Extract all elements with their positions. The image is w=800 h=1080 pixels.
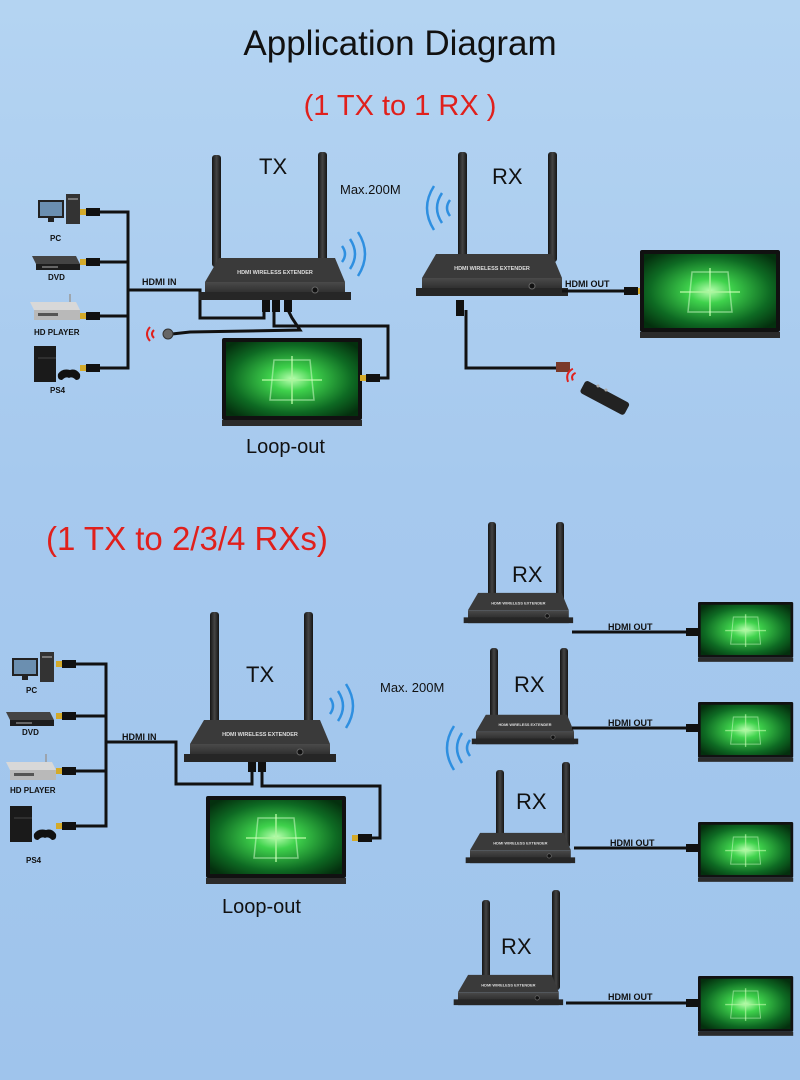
rx-device-2b [471,648,794,763]
range-label-2: Max. 200M [380,680,445,695]
tx-label-2: TX [246,662,275,687]
source-label-dvd-2: DVD [22,728,39,737]
rx-label-2d: RX [501,934,532,959]
source-label-dvd: DVD [48,273,65,282]
wifi-waves-icon [340,230,367,278]
rx-device-2c [465,762,794,883]
monitor-icon [221,337,363,427]
section2-heading: (1 TX to 2/3/4 RXs) [46,520,328,557]
loop-cable-1 [171,305,390,380]
source-label-ps4: PS4 [50,386,66,395]
hdmi-out-label-2a: HDMI OUT [608,622,653,632]
ir-signal-icon [146,326,155,342]
range-label-1: Max.200M [340,182,401,197]
loop-out-label-1: Loop-out [246,436,325,458]
source-label-pc-2: PC [26,686,38,695]
hd-player-icon [5,753,57,781]
rx-label-2b: RX [514,672,545,697]
rx-label-2a: RX [512,562,543,587]
tx-label-1: TX [259,154,288,179]
hdmi-out-label-1: HDMI OUT [565,279,610,289]
ps4-icon [9,805,57,843]
source-label-ps4-2: PS4 [26,856,42,865]
hdmi-out-label-2b: HDMI OUT [608,718,653,728]
source-label-hd-player-2: HD PLAYER [10,786,56,795]
source-label-pc: PC [50,234,62,243]
loop-out-label-2: Loop-out [222,896,301,918]
hd-player-icon [29,293,81,321]
extender-device-icon [198,257,352,301]
rx-label-1: RX [492,164,523,189]
tx-device-1 [198,152,352,301]
ps4-icon [33,345,81,383]
monitor-icon [205,795,347,885]
tx-device-2 [183,612,337,763]
monitor-icon [639,249,781,339]
rx-label-2c: RX [516,789,547,814]
hdmi-out-label-2d: HDMI OUT [608,992,653,1002]
source-label-hd-player: HD PLAYER [34,328,80,337]
wifi-waves-icon [425,184,452,232]
ir-sensor-rx-1 [556,362,570,372]
pc-icon [38,194,80,224]
wifi-waves-icon [445,724,472,772]
ir-signal-icon [566,367,577,383]
dvd-icon [6,712,54,726]
diagram-title: Application Diagram [243,24,557,63]
rx-cables-1 [464,289,630,370]
section1-heading: (1 TX to 1 RX ) [303,90,497,122]
rx-device-2a [463,522,794,663]
remote-control-icon [580,381,630,415]
hdmi-in-label-2: HDMI IN [122,732,157,742]
hdmi-out-label-2c: HDMI OUT [610,838,655,848]
rx-device-1 [415,152,569,297]
dvd-icon [32,256,80,270]
hdmi-in-label-1: HDMI IN [142,277,177,287]
wifi-waves-icon [328,682,355,730]
rx-device-2d [453,890,794,1037]
pc-icon [12,652,54,682]
ir-sensor-1 [162,328,174,340]
